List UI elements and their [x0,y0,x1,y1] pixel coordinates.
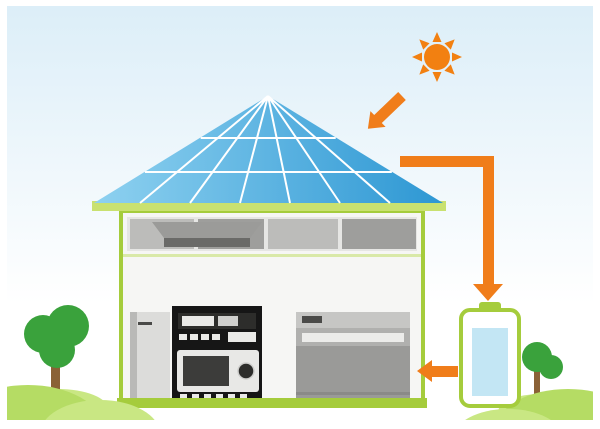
oven-button [190,334,198,340]
window-pane [342,219,416,249]
tree-foliage-lobe [39,332,75,368]
dishwasher-control [302,316,322,323]
tree-foliage [522,342,563,379]
oven-button [179,334,187,340]
range-hood [152,222,262,238]
floor-divider [123,254,421,257]
tree-trunk [534,370,540,403]
tree-right [522,342,563,403]
tree-foliage-lobe [539,355,563,379]
energy-flow-arrows [367,92,503,382]
dishwasher-top-bar [296,312,410,328]
house [92,95,446,408]
dishwasher-groove [296,392,410,395]
oven-button [180,394,187,398]
storage-battery [459,302,521,408]
cabinet-handle [138,322,152,325]
oven-display [228,332,256,342]
solar-roof [94,96,443,203]
oven-button [192,394,199,398]
oven-button [216,394,223,398]
scene [7,6,593,420]
window-pane [268,219,338,249]
bush [465,409,551,420]
oven-button [228,394,235,398]
oven-display [218,316,238,326]
solar-panel-grid [139,95,392,204]
arrow-roof-to-battery [400,156,503,301]
oven-button [212,334,220,340]
cabinet-shadow [130,312,137,400]
tree-left [24,305,89,403]
roof-eaves [92,201,446,211]
tree-foliage [24,305,89,368]
oven-display [182,316,214,326]
oven-button [201,334,209,340]
dishwasher-handle-slot [302,333,404,342]
range-hood-underside [164,238,250,247]
greenery [7,305,593,420]
microwave-window [183,356,229,386]
house-foundation [117,398,427,408]
tree-trunk [51,352,60,403]
kitchen-appliances [130,306,410,400]
battery-cell [472,328,508,396]
oven-button [240,394,247,398]
oven-button [204,394,211,398]
microwave-dial [237,362,255,380]
arrow-battery-to-house [417,360,458,382]
sun-icon [412,32,462,82]
bush [45,400,155,420]
sun-disc [424,44,450,70]
arrow-sun-to-roof [367,92,406,129]
